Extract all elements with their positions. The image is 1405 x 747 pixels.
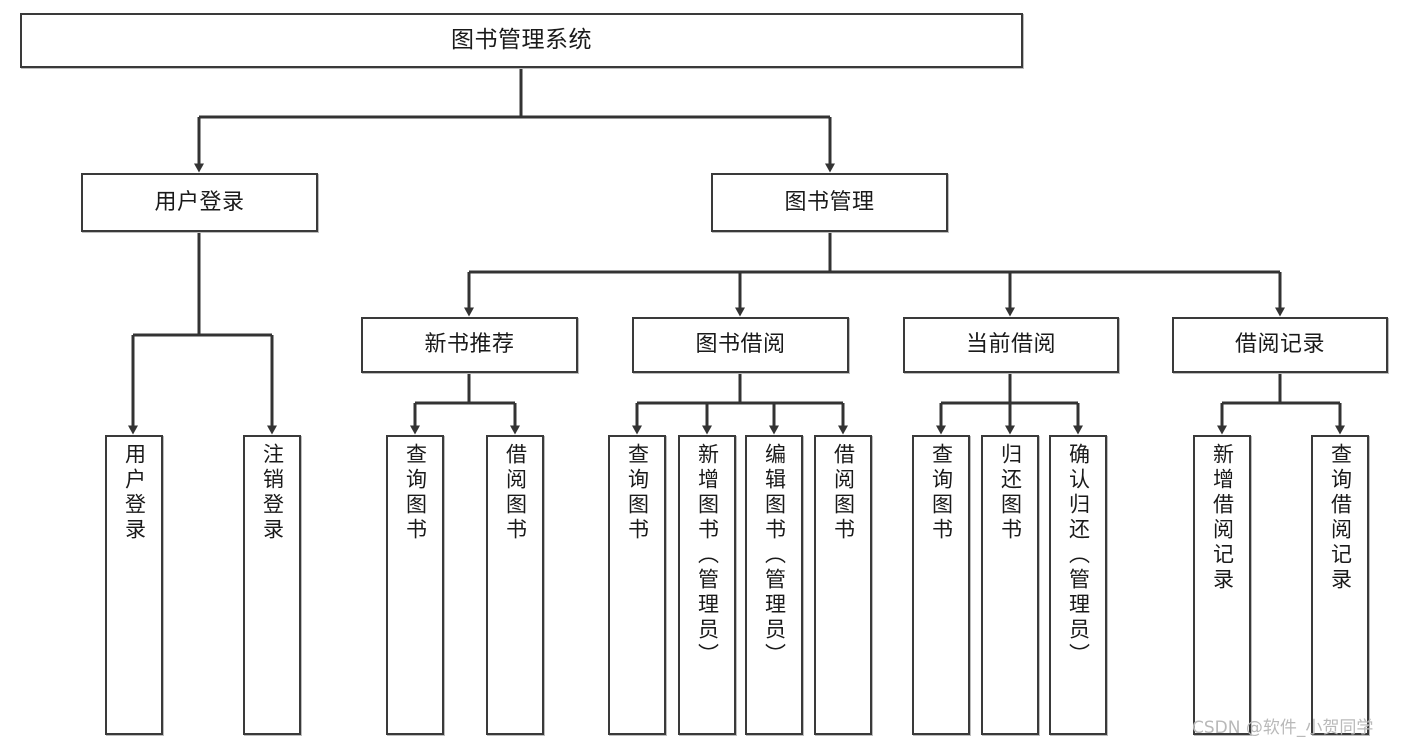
node-leaf-add-borrow-record[interactable]: 新增借阅记录 xyxy=(1193,435,1251,735)
node-label: 借阅记录 xyxy=(1234,332,1325,358)
node-label: 当前借阅 xyxy=(965,332,1056,358)
node-label: 新增借阅记录 xyxy=(1210,443,1235,593)
node-label: 借阅图书 xyxy=(831,443,856,543)
node-leaf-edit-book-admin[interactable]: 编辑图书（管理员） xyxy=(745,435,803,735)
node-label: 查询图书 xyxy=(403,443,428,543)
node-label: 归还图书 xyxy=(998,443,1023,543)
node-label: 图书管理系统 xyxy=(451,26,592,53)
node-leaf-confirm-return-admin[interactable]: 确认归还（管理员） xyxy=(1049,435,1107,735)
node-label: 新增图书（管理员） xyxy=(695,443,720,668)
node-book-management[interactable]: 图书管理 xyxy=(711,173,948,232)
node-label: 确认归还（管理员） xyxy=(1066,443,1091,668)
node-label: 查询借阅记录 xyxy=(1328,443,1353,593)
node-label: 图书管理 xyxy=(784,189,875,215)
node-leaf-borrow-book-rec[interactable]: 借阅图书 xyxy=(486,435,544,735)
node-leaf-add-book-admin[interactable]: 新增图书（管理员） xyxy=(678,435,736,735)
node-leaf-user-login[interactable]: 用户登录 xyxy=(105,435,163,735)
node-leaf-borrow-book[interactable]: 借阅图书 xyxy=(814,435,872,735)
node-label: 借阅图书 xyxy=(503,443,528,543)
node-leaf-query-book-borrow[interactable]: 查询图书 xyxy=(608,435,666,735)
node-leaf-logout[interactable]: 注销登录 xyxy=(243,435,301,735)
node-current-borrow[interactable]: 当前借阅 xyxy=(903,317,1119,373)
node-label: 用户登录 xyxy=(154,189,245,215)
node-borrow-record[interactable]: 借阅记录 xyxy=(1172,317,1388,373)
node-leaf-query-borrow-record[interactable]: 查询借阅记录 xyxy=(1311,435,1369,735)
node-root-book-management-system[interactable]: 图书管理系统 xyxy=(20,13,1023,68)
node-label: 图书借阅 xyxy=(695,332,786,358)
node-label: 用户登录 xyxy=(122,443,147,543)
node-label: 查询图书 xyxy=(625,443,650,543)
node-book-borrow[interactable]: 图书借阅 xyxy=(632,317,849,373)
node-leaf-query-book-rec[interactable]: 查询图书 xyxy=(386,435,444,735)
csdn-watermark: CSDN @软件_小贺同学 xyxy=(1192,718,1374,738)
node-leaf-query-book-current[interactable]: 查询图书 xyxy=(912,435,970,735)
node-label: 注销登录 xyxy=(260,443,285,543)
node-leaf-return-book[interactable]: 归还图书 xyxy=(981,435,1039,735)
node-label: 新书推荐 xyxy=(424,332,515,358)
node-label: 编辑图书（管理员） xyxy=(762,443,787,668)
node-new-book-recommendation[interactable]: 新书推荐 xyxy=(361,317,578,373)
node-label: 查询图书 xyxy=(929,443,954,543)
node-user-login[interactable]: 用户登录 xyxy=(81,173,318,232)
